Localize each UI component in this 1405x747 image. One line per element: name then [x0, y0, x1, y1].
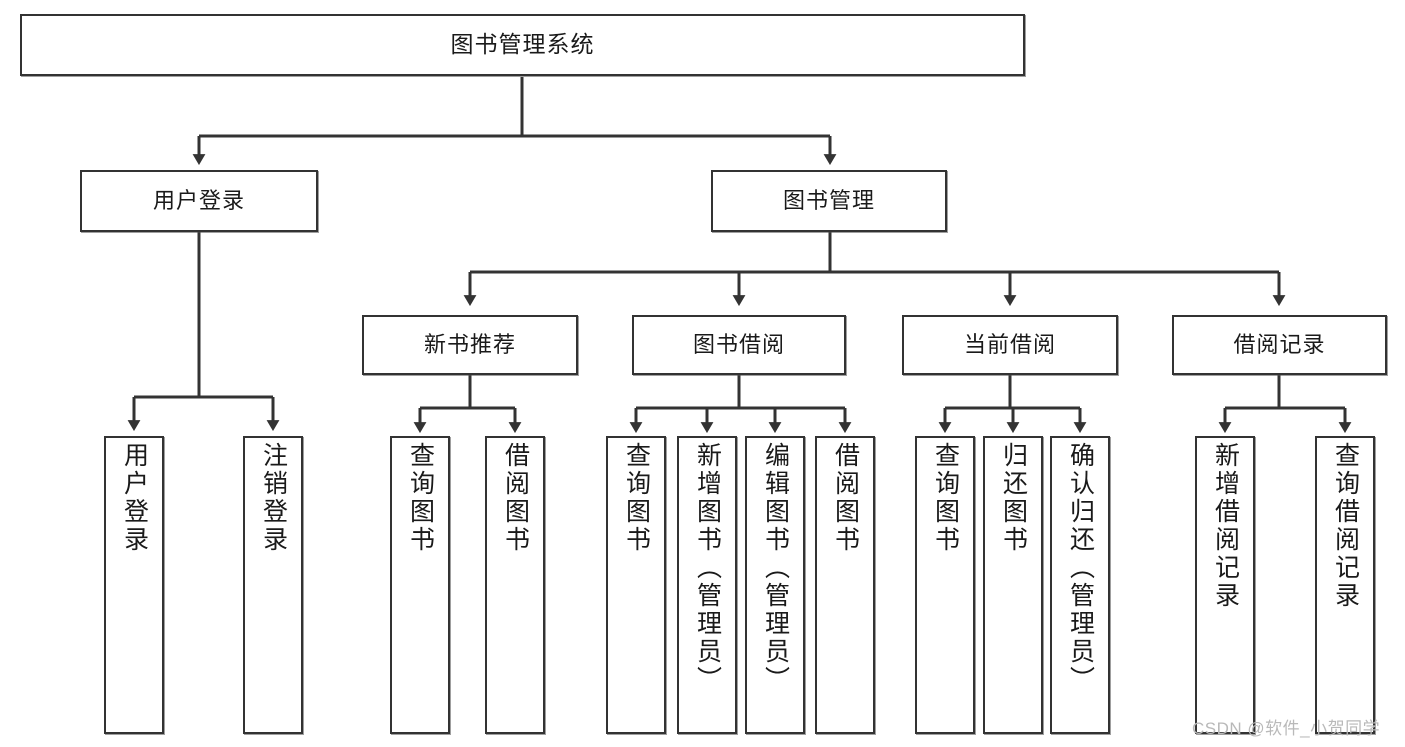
leaf-add-borrow-record[interactable]: 新增借阅记录: [1195, 436, 1255, 734]
leaf-query-book-current[interactable]: 查询图书: [915, 436, 975, 734]
node-label: 归还图书: [999, 442, 1028, 554]
node-label: 确认归还（管理员）: [1066, 442, 1095, 694]
leaf-confirm-return-admin[interactable]: 确认归还（管理员）: [1050, 436, 1110, 734]
node-label: 查询借阅记录: [1331, 442, 1360, 610]
node-book-manage[interactable]: 图书管理: [711, 170, 947, 232]
leaf-query-book-recommend[interactable]: 查询图书: [390, 436, 450, 734]
node-label: 借阅图书: [501, 442, 530, 554]
node-new-book-recommend[interactable]: 新书推荐: [362, 315, 578, 375]
leaf-query-borrow-record[interactable]: 查询借阅记录: [1315, 436, 1375, 734]
node-label: 借阅记录: [1233, 331, 1326, 357]
node-label: 查询图书: [931, 442, 960, 554]
node-label: 用户登录: [152, 187, 245, 213]
csdn-watermark: CSDN @软件_小贺同学: [1192, 719, 1381, 738]
node-borrow-record[interactable]: 借阅记录: [1172, 315, 1387, 375]
node-user-login[interactable]: 用户登录: [80, 170, 318, 232]
leaf-logout-login[interactable]: 注销登录: [243, 436, 303, 734]
node-label: 当前借阅: [963, 331, 1056, 357]
leaf-edit-book-admin[interactable]: 编辑图书（管理员）: [745, 436, 805, 734]
leaf-return-book[interactable]: 归还图书: [983, 436, 1043, 734]
node-current-borrow[interactable]: 当前借阅: [902, 315, 1118, 375]
node-label: 借阅图书: [831, 442, 860, 554]
node-label: 图书管理: [782, 187, 875, 213]
node-label: 新增借阅记录: [1211, 442, 1240, 610]
leaf-query-book-borrow[interactable]: 查询图书: [606, 436, 666, 734]
node-root-system[interactable]: 图书管理系统: [20, 14, 1025, 76]
node-label: 新书推荐: [423, 331, 516, 357]
node-label: 查询图书: [622, 442, 651, 554]
leaf-user-login[interactable]: 用户登录: [104, 436, 164, 734]
node-label: 注销登录: [259, 442, 288, 554]
leaf-borrow-book-recommend[interactable]: 借阅图书: [485, 436, 545, 734]
node-label: 编辑图书（管理员）: [761, 442, 790, 694]
node-label: 查询图书: [406, 442, 435, 554]
node-label: 新增图书（管理员）: [693, 442, 722, 694]
node-label: 用户登录: [120, 442, 149, 554]
leaf-add-book-admin[interactable]: 新增图书（管理员）: [677, 436, 737, 734]
node-label: 图书借阅: [692, 331, 785, 357]
node-label: 图书管理系统: [450, 31, 595, 58]
leaf-borrow-book[interactable]: 借阅图书: [815, 436, 875, 734]
node-book-borrow[interactable]: 图书借阅: [632, 315, 846, 375]
